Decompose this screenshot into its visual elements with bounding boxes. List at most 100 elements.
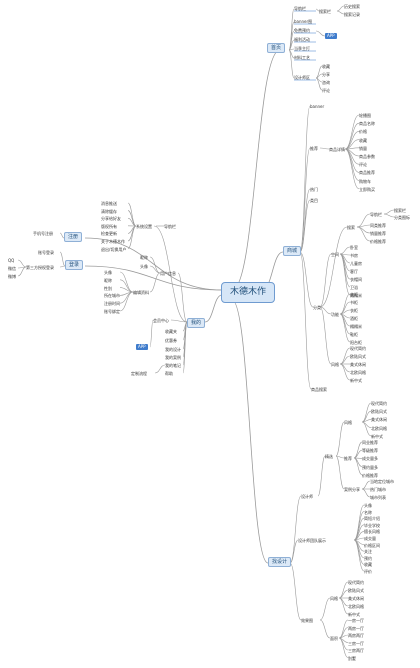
designer-style-item: 北欧风格 xyxy=(371,425,387,431)
third-party: 微博 xyxy=(8,274,16,279)
third-party: 微信 xyxy=(8,266,16,271)
connector-line xyxy=(319,306,332,365)
connector-line xyxy=(361,421,372,437)
style-item: 美式休闲 xyxy=(350,362,366,367)
func-item: 书柜 xyxy=(350,300,358,305)
mine-item: 帮助 xyxy=(165,371,173,376)
connector-line xyxy=(353,449,363,459)
connector-line xyxy=(315,77,323,91)
connector-line xyxy=(339,347,351,365)
connector-line xyxy=(153,225,188,323)
connector-line xyxy=(339,355,351,365)
branch-mine: 我的 xyxy=(187,318,206,328)
connector-line xyxy=(339,313,351,335)
space-item: 客厅 xyxy=(350,269,358,274)
designer-rec-item: 成交量多 xyxy=(362,456,378,462)
func-item: 鞋柜 xyxy=(350,332,358,337)
connector-line xyxy=(319,306,332,315)
func-item: 榻榻米 xyxy=(350,324,362,329)
team-item: 评价 xyxy=(364,569,372,574)
connector-line xyxy=(383,213,395,218)
settings-item: 检查更新 xyxy=(101,231,117,237)
designer-sub: 分享 xyxy=(322,72,330,77)
connector-line xyxy=(149,272,161,293)
connector-line xyxy=(353,441,363,459)
home-nav-sub: 历史搜索 xyxy=(344,4,360,9)
connector-line xyxy=(231,299,269,564)
mall-cat: 类目 xyxy=(310,198,318,203)
team-item: 关注 xyxy=(364,549,372,555)
designer-style: 风格 xyxy=(344,420,352,425)
mine-item: 我的设计 xyxy=(165,347,181,352)
style-item: 北欧风格 xyxy=(350,370,366,375)
connector-line xyxy=(299,147,311,253)
profile-item: 所在城市 xyxy=(104,293,120,299)
func-item: 衣柜 xyxy=(350,308,358,313)
branch-signin: 登录 xyxy=(65,260,84,270)
connector-line xyxy=(17,259,27,268)
central-topic: 木德木作 xyxy=(221,282,276,303)
designer-style-item: 新中式 xyxy=(371,433,383,439)
home-item: banner图 xyxy=(294,19,313,24)
connector-line xyxy=(149,265,161,274)
app-tag: APP xyxy=(325,33,337,39)
connector-line xyxy=(356,213,371,228)
mine-item: 优惠券 xyxy=(165,338,177,343)
connector-line xyxy=(315,30,326,37)
user-sub: 编辑资料 xyxy=(133,290,149,295)
login-item: 手机号注册 xyxy=(33,231,53,236)
team-item: 名称 xyxy=(364,509,372,515)
space-item: 卫浴 xyxy=(350,285,358,290)
team-item: 头像 xyxy=(364,503,372,508)
effect-area-item: 三房两厅 xyxy=(348,648,364,653)
mall-search-item: 价格推荐 xyxy=(370,239,386,244)
connector-line xyxy=(177,272,188,323)
connector-line xyxy=(59,232,65,239)
connector-line xyxy=(356,226,371,242)
effect-area-item: 三房一厅 xyxy=(348,640,364,646)
mall-detail-item: 立即购买 xyxy=(359,186,375,192)
connector-line xyxy=(204,294,223,323)
connector-line xyxy=(338,589,349,599)
connector-line xyxy=(361,488,371,498)
designer-rec-item: 预约量多 xyxy=(362,464,378,470)
mall-detail-item: 购物车 xyxy=(359,178,371,184)
connector-line xyxy=(339,363,351,373)
mall-recommend: 推荐 xyxy=(310,146,318,151)
connector-line xyxy=(317,455,326,497)
design-team: 设计师团队展示 xyxy=(298,538,326,543)
connector-line xyxy=(59,265,66,268)
home-item: 设计师区 xyxy=(294,75,310,80)
connector-line xyxy=(84,265,223,291)
effect-style: 风格 xyxy=(330,596,338,601)
func-item: 阳台柜 xyxy=(350,340,362,345)
space-item: 卧室 xyxy=(350,245,358,250)
space-item: 书房 xyxy=(350,253,358,258)
connector-line xyxy=(353,504,365,541)
team-item: 预约 xyxy=(364,555,372,561)
design-sub: 定制流程 xyxy=(131,371,147,376)
signin-item: 第三方授权登录 xyxy=(26,265,54,270)
designer-rec-item: 同业推荐 xyxy=(362,440,378,445)
mall-nav-sub: 分类图标 xyxy=(394,215,410,220)
connector-line xyxy=(315,8,320,12)
branch-design: 找设计 xyxy=(268,557,292,567)
connector-line xyxy=(319,619,331,639)
profile-item: 性别 xyxy=(104,285,112,291)
designer-pick: 精选 xyxy=(325,454,333,459)
connector-line xyxy=(335,455,345,490)
effect-area: 面积 xyxy=(330,636,338,641)
connector-line xyxy=(338,581,349,599)
designer-sub: 评论 xyxy=(322,88,330,93)
designer-style-item: 现代简约 xyxy=(371,401,387,406)
mall-search-item: 销量推荐 xyxy=(370,231,386,236)
designer-rec: 推荐 xyxy=(344,456,352,461)
mall-cart: 商品搜索 xyxy=(311,387,327,392)
connector-line xyxy=(335,421,345,457)
connector-line xyxy=(231,49,281,291)
connector-line xyxy=(154,364,166,374)
team-item: 成交量 xyxy=(364,536,376,541)
mine-item: 我的笔记 xyxy=(165,363,181,368)
